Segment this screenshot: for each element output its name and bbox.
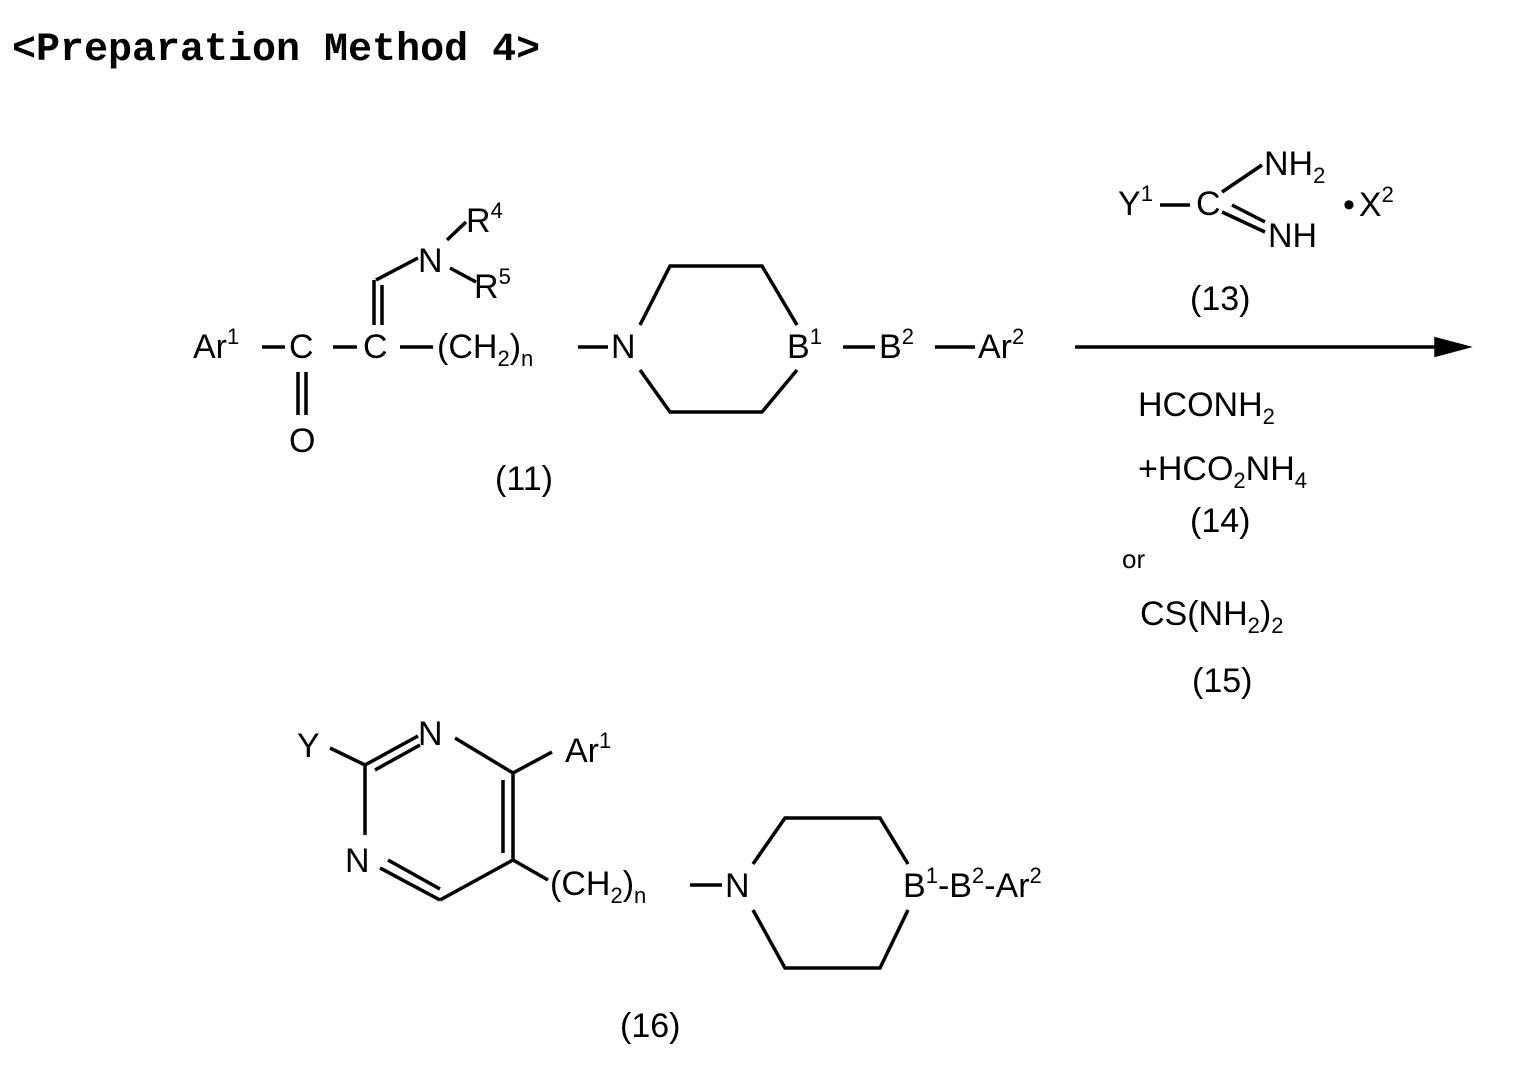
ch2-n-chain: (CH2)n — [437, 328, 533, 371]
ring — [640, 266, 797, 325]
ring-nitrogen: N — [611, 328, 636, 366]
svg-text:•X2: •X2 — [1343, 182, 1394, 224]
ring-nitrogen: N — [725, 867, 750, 905]
svg-text:Ar1: Ar1 — [565, 728, 611, 770]
y1: Y — [1118, 185, 1141, 223]
svg-text:NH2: NH2 — [1264, 145, 1325, 188]
svg-text:(15): (15) — [1192, 662, 1252, 700]
carbonyl-carbon: C — [289, 328, 314, 366]
pyrimidine-n1: N — [345, 842, 370, 880]
svg-text:Ar1: Ar1 — [193, 324, 239, 366]
compound-11: Ar1 C O C N R4 R5 (CH2)n N B1 B2 Ar2 (11… — [193, 198, 1024, 498]
svg-text:Ar2: Ar2 — [978, 324, 1024, 366]
svg-text:R5: R5 — [474, 264, 511, 306]
conditions: HCONH2 +HCO2NH4 (14) or CS(NH2)2 (15) — [1122, 386, 1307, 700]
reagent-13: Y1 C NH2 NH •X2 (13) — [1118, 145, 1394, 318]
svg-text:B1-B2-Ar2: B1-B2-Ar2 — [903, 863, 1042, 905]
svg-text:R4: R4 — [466, 198, 503, 240]
compound-16-label: (16) — [620, 1007, 680, 1045]
pyrimidine-n3: N — [418, 715, 443, 753]
reaction-arrow — [1075, 339, 1466, 355]
alkene-carbon: C — [363, 328, 388, 366]
svg-text:+HCO2NH4: +HCO2NH4 — [1138, 450, 1307, 493]
compound-11-label: (11) — [495, 460, 553, 498]
svg-text:B2: B2 — [879, 324, 914, 366]
amidine-carbon: C — [1196, 185, 1221, 223]
b1: B — [787, 328, 810, 366]
y-substituent: Y — [297, 727, 320, 765]
ring — [753, 818, 908, 864]
svg-text:CS(NH2)2: CS(NH2)2 — [1140, 595, 1284, 638]
amine-nitrogen: N — [418, 242, 443, 280]
ar2: Ar — [978, 328, 1012, 366]
compound-16: Y N Ar1 N (CH2)n N B1-B2-Ar2 (16) — [297, 715, 1042, 1045]
svg-text:Y1: Y1 — [1118, 181, 1153, 223]
b2: B — [879, 328, 902, 366]
reagent-13-label: (13) — [1190, 280, 1250, 318]
arrowhead-icon — [1436, 339, 1466, 355]
ar1: Ar — [193, 328, 227, 366]
r4: R — [466, 202, 491, 240]
ar1: Ar — [565, 732, 599, 770]
svg-text:or: or — [1122, 544, 1145, 574]
svg-text:(14): (14) — [1190, 502, 1250, 540]
svg-text:B1: B1 — [787, 324, 822, 366]
r5: R — [474, 268, 499, 306]
svg-text:NH: NH — [1268, 217, 1317, 255]
oxygen: O — [289, 422, 315, 460]
ch2-n-chain: (CH2)n — [550, 865, 646, 908]
svg-text:HCONH2: HCONH2 — [1138, 386, 1275, 429]
scheme-title: <Preparation Method 4> — [12, 28, 540, 73]
